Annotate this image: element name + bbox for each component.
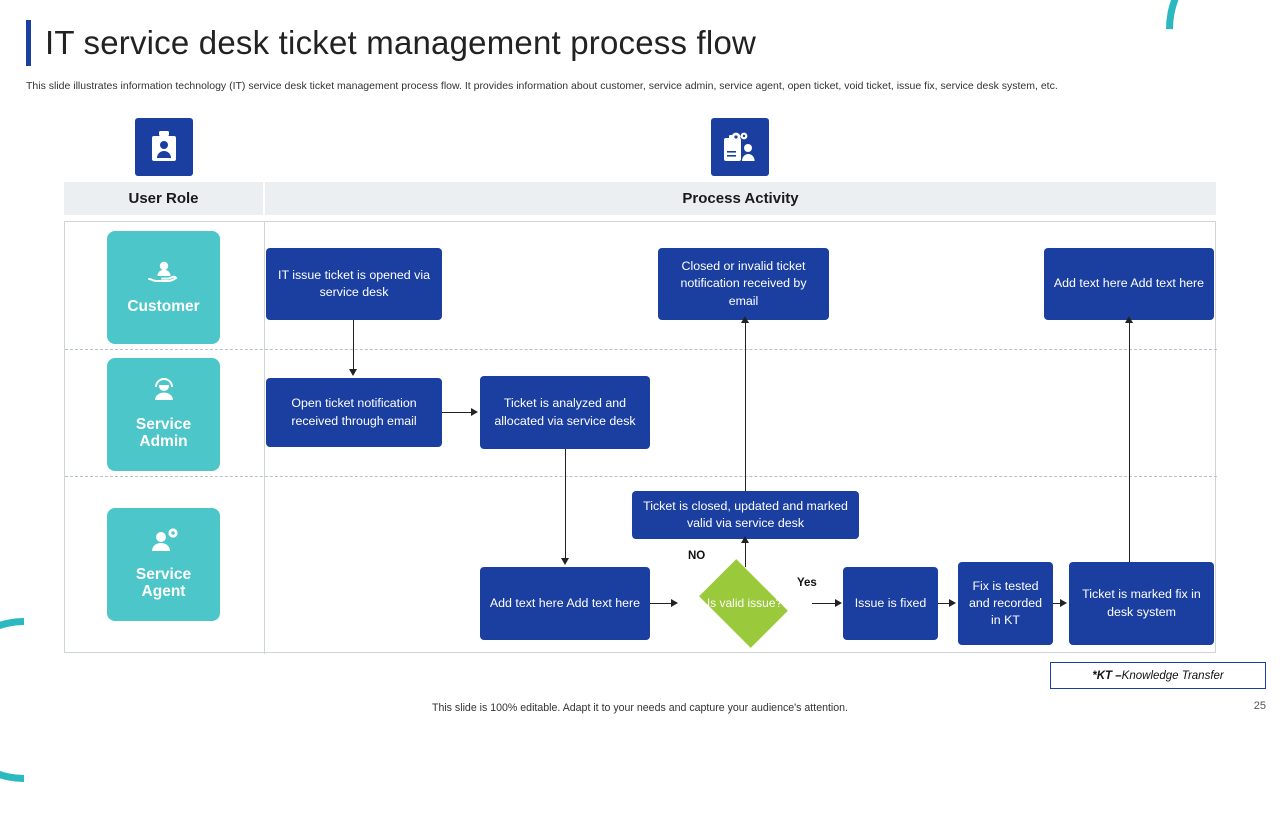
person-gear-icon — [148, 528, 180, 559]
arrowhead-analyzed-to-agent-addtext — [561, 558, 569, 565]
process-box-agent-issue-fixed[interactable]: Issue is fixed — [843, 567, 938, 640]
arrowhead-tested-to-marked — [1060, 599, 1067, 607]
gears-person-clipboard-icon — [724, 132, 755, 161]
decision-node-is-valid-issue[interactable]: Is valid issue? — [679, 559, 810, 648]
process-box-admin-ticket-analyzed[interactable]: Ticket is analyzed and allocated via ser… — [480, 376, 650, 449]
arrowhead-decision-no — [741, 536, 749, 543]
kt-legend-note: *KT – Knowledge Transfer — [1050, 662, 1266, 689]
arrowhead-admin-to-analyzed — [471, 408, 478, 416]
role-column-divider — [264, 222, 265, 654]
role-label-service-agent-line2: Agent — [141, 583, 186, 601]
arrowhead-marked-to-customer-addtext — [1125, 316, 1133, 323]
role-label-service-agent-line1: Service — [135, 565, 192, 583]
page-number: 25 — [1253, 700, 1266, 712]
connector-tested-to-marked — [1053, 603, 1063, 605]
process-box-agent-ticket-marked-fix[interactable]: Ticket is marked fix in desk system — [1069, 562, 1214, 645]
arrowhead-decision-yes — [835, 599, 842, 607]
process-box-agent-ticket-closed-updated[interactable]: Ticket is closed, updated and marked val… — [632, 491, 859, 539]
hand-person-icon — [147, 260, 181, 291]
role-card-service-agent[interactable]: Service Agent — [107, 508, 220, 621]
arrowhead-closed-to-customer — [741, 316, 749, 323]
connector-decision-no — [745, 541, 747, 567]
edge-label-yes: Yes — [797, 577, 817, 589]
user-role-badge — [135, 118, 193, 176]
arrowhead-issue-to-tested — [949, 599, 956, 607]
column-header-process-activity: Process Activity — [265, 182, 1216, 215]
swimlane-grid — [64, 221, 1217, 654]
process-activity-badge — [711, 118, 769, 176]
role-label-customer: Customer — [127, 297, 200, 315]
decorative-arc-top-right — [1129, 0, 1280, 153]
connector-marked-to-customer-addtext — [1129, 321, 1131, 562]
arrowhead-agent-addtext-to-decision — [671, 599, 678, 607]
connector-open-to-admin — [353, 320, 355, 370]
connector-closed-to-customer — [745, 321, 747, 491]
lane-divider-1 — [65, 349, 1217, 350]
edge-label-no: NO — [688, 550, 706, 562]
process-box-customer-add-text[interactable]: Add text here Add text here — [1044, 248, 1214, 320]
process-box-customer-closed-notification[interactable]: Closed or invalid ticket notification re… — [658, 248, 829, 320]
column-header-user-role: User Role — [64, 182, 263, 215]
kt-abbreviation: *KT – — [1092, 669, 1122, 682]
process-box-agent-fix-tested[interactable]: Fix is tested and recorded in KT — [958, 562, 1053, 645]
role-label-service-admin-line2: Admin — [139, 433, 188, 451]
kt-meaning: Knowledge Transfer — [1121, 669, 1224, 682]
page-title-bar: IT service desk ticket management proces… — [26, 20, 756, 66]
footer-editable-note: This slide is 100% editable. Adapt it to… — [431, 702, 849, 714]
connector-admin-to-analyzed — [442, 412, 472, 414]
decision-label: Is valid issue? — [706, 595, 783, 610]
role-label-service-admin-line1: Service — [135, 415, 192, 433]
headset-agent-icon — [148, 377, 180, 409]
connector-agent-addtext-to-decision — [650, 603, 672, 605]
connector-decision-yes — [812, 603, 836, 605]
connector-issue-to-tested — [938, 603, 950, 605]
lane-divider-2 — [65, 476, 1217, 477]
arrowhead-open-to-admin — [349, 369, 357, 376]
id-card-person-icon — [152, 131, 176, 161]
title-accent-bar — [26, 20, 31, 66]
process-box-customer-open-ticket[interactable]: IT issue ticket is opened via service de… — [266, 248, 442, 320]
page-title: IT service desk ticket management proces… — [45, 24, 757, 61]
role-card-customer[interactable]: Customer — [107, 231, 220, 344]
process-box-admin-open-notification[interactable]: Open ticket notification received throug… — [266, 378, 442, 447]
connector-analyzed-to-agent-addtext — [565, 449, 567, 559]
page-subtitle: This slide illustrates information techn… — [26, 80, 1058, 92]
process-box-agent-add-text[interactable]: Add text here Add text here — [480, 567, 650, 640]
role-card-service-admin[interactable]: Service Admin — [107, 358, 220, 471]
